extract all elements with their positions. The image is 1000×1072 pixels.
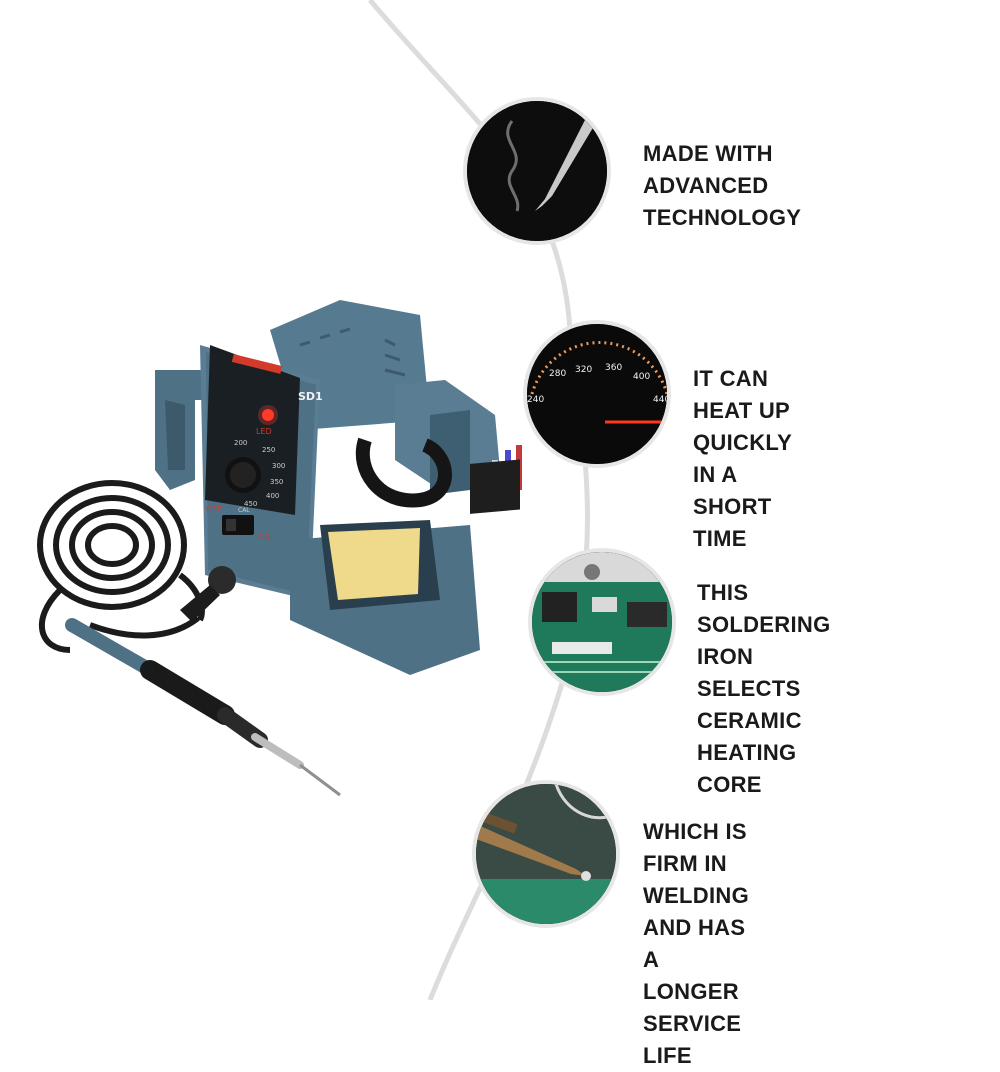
gauge-tick: 440	[653, 395, 667, 405]
gauge-tick: 360	[605, 363, 622, 373]
soldering-tip-smoke-icon	[463, 97, 611, 245]
cal-label: CAL	[238, 507, 250, 514]
feature-line: WHICH IS FIRM IN WELDING	[643, 819, 749, 908]
feature-line: THIS SOLDERING IRON	[697, 580, 831, 669]
circuit-board-icon	[528, 548, 676, 696]
feature-line: IT CAN HEAT UP QUICKLY	[693, 366, 793, 455]
soldering-weld-closeup-icon	[472, 780, 620, 928]
model-label: SD1	[298, 390, 323, 403]
switch-off-label: OFF	[206, 505, 222, 514]
gauge-tick: 320	[575, 365, 592, 375]
dial-tick: 350	[270, 478, 283, 486]
feature-line: TECHNOLOGY	[643, 205, 802, 230]
feature-line: HEATING CORE	[697, 740, 797, 797]
feature-line: MADE WITH ADVANCED	[643, 141, 773, 198]
switch-on-label: ON	[258, 533, 270, 542]
feature-line: SELECTS CERAMIC	[697, 676, 802, 733]
coiled-cable	[37, 480, 205, 653]
soldering-station-image: LED 200 250 300 350 400 450 CAL SD1 OFF …	[37, 300, 522, 797]
dial-tick: 300	[272, 462, 285, 470]
dial-tick: 200	[234, 439, 247, 447]
gauge-tick: 240	[527, 395, 544, 405]
feature-line: LIFE	[643, 1043, 692, 1068]
feature-line: AND HAS A LONGER SERVICE	[643, 915, 746, 1036]
gauge-tick: 280	[549, 369, 566, 379]
dial-tick: 450	[244, 500, 257, 508]
temperature-gauge-icon: 240 280 320 360 400 440	[523, 320, 671, 468]
led-label: LED	[256, 427, 272, 436]
feature-line: IN A SHORT TIME	[693, 462, 772, 551]
dial-tick: 250	[262, 446, 275, 454]
dial-tick: 400	[266, 492, 279, 500]
gauge-tick: 400	[633, 372, 650, 382]
